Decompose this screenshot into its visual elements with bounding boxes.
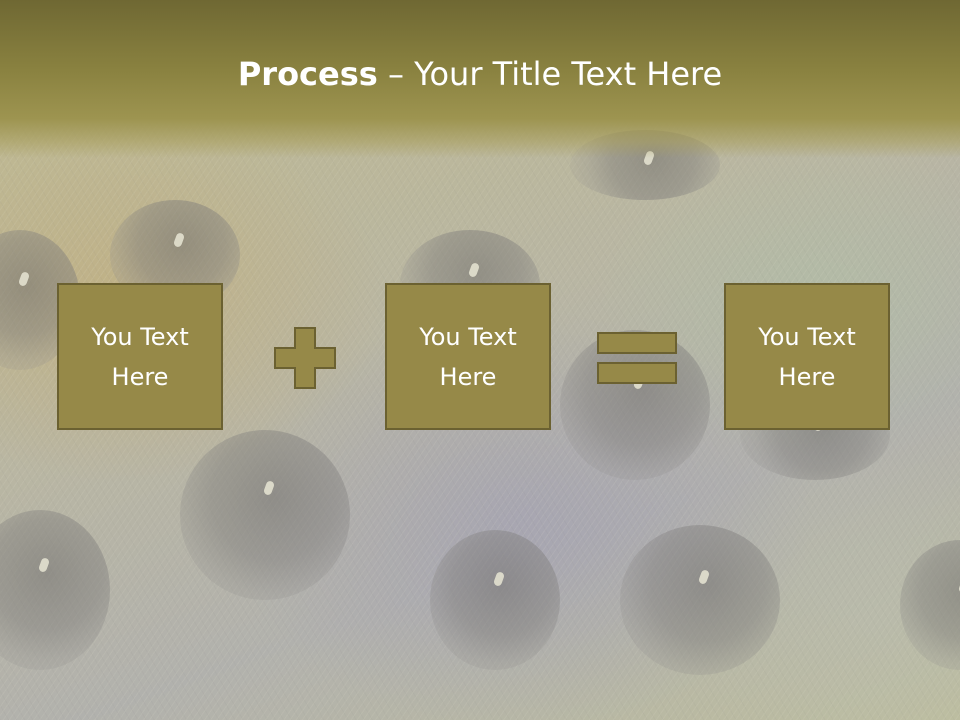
process-box-3-text: You Text Here: [758, 322, 856, 391]
water-drop: [0, 510, 110, 670]
title-rest-part: – Your Title Text Here: [377, 55, 723, 93]
water-drop: [620, 525, 780, 675]
water-drop: [430, 530, 560, 670]
process-box-1-text: You Text Here: [91, 322, 189, 391]
process-box-2-text: You Text Here: [419, 322, 517, 391]
water-drop: [560, 330, 710, 480]
equals-icon: [597, 332, 677, 384]
process-box-1[interactable]: You Text Here: [57, 283, 223, 430]
slide-title: Process – Your Title Text Here: [0, 52, 960, 96]
process-box-2[interactable]: You Text Here: [385, 283, 551, 430]
title-bold-part: Process: [237, 55, 378, 93]
process-box-3[interactable]: You Text Here: [724, 283, 890, 430]
plus-icon: [274, 327, 336, 389]
title-band: [0, 0, 960, 158]
water-drop: [180, 430, 350, 600]
